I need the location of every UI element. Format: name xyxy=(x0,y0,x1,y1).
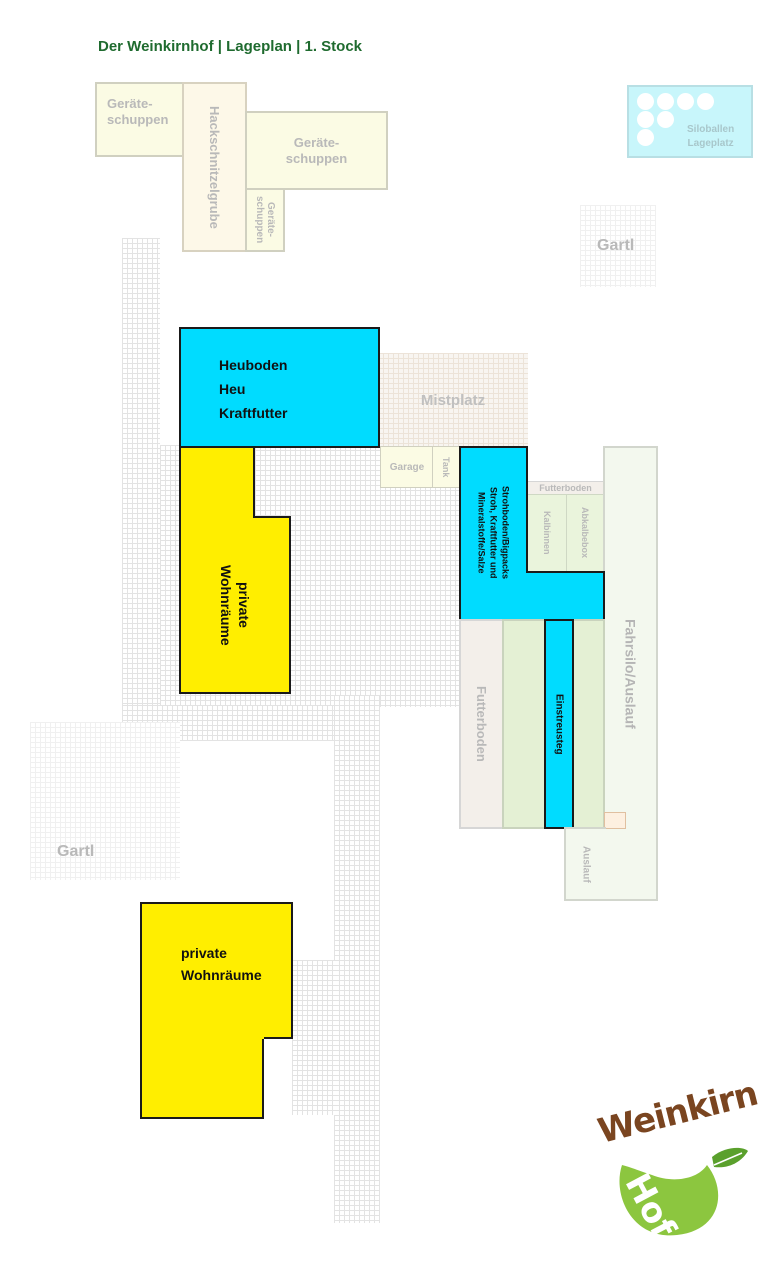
green-stall-area-1 xyxy=(502,619,546,829)
tank-area: Tank xyxy=(432,446,460,488)
weinkirnhof-logo: Weinkirn Hof xyxy=(592,1074,761,1245)
kalbinnen-label: Kalbinnen xyxy=(542,511,552,555)
strohboden-label-wrap: Strohboden/Bigpacks Stroh, Kraftfutter u… xyxy=(461,448,526,618)
siloballen-lageplatz-area: Siloballen Lageplatz xyxy=(627,85,753,158)
private-wohnraeume-area-1-annex xyxy=(253,516,291,694)
geraeteschuppen-area-1: Geräte- schuppen xyxy=(95,82,185,157)
garage-label: Garage xyxy=(389,461,425,473)
gartl-label-east: Gartl xyxy=(597,237,635,254)
gartl-west-area xyxy=(30,722,180,880)
private-wohnraeume-area-2-fill xyxy=(142,1035,264,1039)
path-east-south xyxy=(292,960,336,1115)
hackschnitzelgrube-area: Hackschnitzelgrube xyxy=(182,82,247,252)
mistplatz-label: Mistplatz xyxy=(420,392,486,409)
page-title: Der Weinkirnhof | Lageplan | 1. Stock xyxy=(98,38,363,55)
logo-leaf-icon xyxy=(619,1147,748,1236)
heuboden-area: Heuboden Heu Kraftfutter xyxy=(179,327,380,448)
futterboden-small-label: Futterboden xyxy=(539,483,592,493)
einstreusteg-label: Einstreusteg xyxy=(553,693,565,755)
private-wohnraeume-label-2: private Wohnräume xyxy=(181,945,262,983)
gartl-east-area xyxy=(580,205,656,287)
siloballe-icon xyxy=(637,111,654,128)
kalbinnen-area: Kalbinnen xyxy=(527,494,567,572)
geraeteschuppen-label-3: Geräte- schuppen xyxy=(254,196,276,244)
hackschnitzelgrube-label: Hackschnitzelgrube xyxy=(207,105,222,229)
fahrsilo-auslauf-area: Fahrsilo/Auslauf xyxy=(603,446,658,901)
geraeteschuppen-area-2: Geräte- schuppen xyxy=(245,111,388,190)
futterboden-small-area: Futterboden xyxy=(527,481,604,495)
geraeteschuppen-label-1: Geräte- schuppen xyxy=(107,96,169,127)
siloballe-icon xyxy=(697,93,714,110)
fahrsilo-auslauf-label: Fahrsilo/Auslauf xyxy=(622,618,639,729)
strohboden-area-annex xyxy=(526,571,605,621)
siloballe-icon xyxy=(677,93,694,110)
auslauf-label: Auslauf xyxy=(580,845,592,883)
geraeteschuppen-label-2: Geräte- schuppen xyxy=(285,135,348,166)
private-wohnraeume-label-1-wrap: private Wohnräume xyxy=(181,518,289,692)
gartl-label-west: Gartl xyxy=(57,843,95,860)
mistplatz-area: Mistplatz xyxy=(378,353,528,448)
siloballe-icon xyxy=(637,129,654,146)
einstreusteg-area: Einstreusteg xyxy=(544,619,574,829)
tank-label: Tank xyxy=(441,456,451,478)
small-box-marker xyxy=(604,812,626,829)
private-wohnraeume-area-1-fill xyxy=(181,518,255,692)
auslauf-area: Auslauf xyxy=(564,827,606,901)
path-west xyxy=(122,238,160,708)
garage-area: Garage xyxy=(380,446,434,488)
path-south-vertical xyxy=(334,695,380,1223)
abkalbebox-area: Abkalbebox xyxy=(566,494,604,572)
green-stall-area-2 xyxy=(572,619,605,829)
strohboden-label: Strohboden/Bigpacks Stroh, Kraftfutter u… xyxy=(476,486,511,580)
futterboden-area: Futterboden xyxy=(459,619,504,829)
strohboden-area-fill xyxy=(461,573,528,619)
private-wohnraeume-area-2-lower xyxy=(140,1037,264,1119)
siloballe-icon xyxy=(657,93,674,110)
siloballe-icon xyxy=(657,111,674,128)
abkalbebox-label: Abkalbebox xyxy=(580,507,590,559)
heuboden-label: Heuboden Heu Kraftfutter xyxy=(219,357,288,421)
private-wohnraeume-label-1: private Wohnräume xyxy=(218,564,252,646)
siloballe-icon xyxy=(637,93,654,110)
geraeteschuppen-area-3: Geräte- schuppen xyxy=(245,188,285,252)
futterboden-label: Futterboden xyxy=(474,686,489,762)
private-wohnraeume-area-2 xyxy=(140,902,293,1039)
siloballen-label: Siloballen Lageplatz xyxy=(687,124,735,149)
